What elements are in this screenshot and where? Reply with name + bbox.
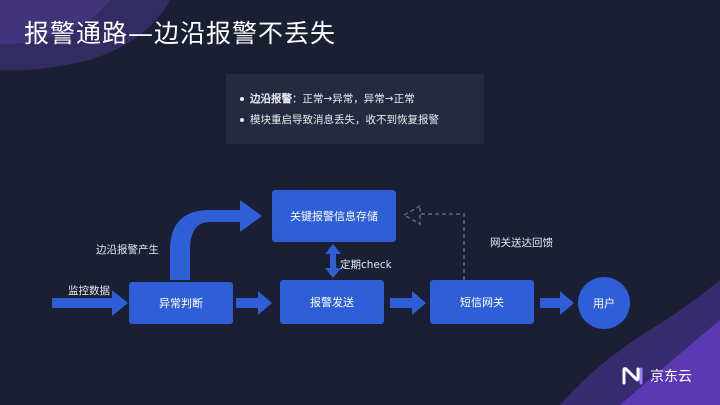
page-title: 报警通路—边沿报警不丢失 xyxy=(24,19,337,48)
arrow-monitor-to-judge xyxy=(52,290,128,316)
node-send: 报警发送 xyxy=(280,280,384,324)
arrow-judge-to-storage xyxy=(170,200,262,280)
bullet-icon xyxy=(240,97,244,101)
brand-name: 京东云 xyxy=(650,369,692,385)
note-line-restart: 模块重启导致消息丢失，收不到恢复报警 xyxy=(240,112,439,127)
node-user: 用户 xyxy=(578,277,630,329)
arrow-feedback-dashed xyxy=(418,213,465,280)
label-gateway-feedback: 网关送达回馈 xyxy=(490,237,553,249)
note-restart-text: 模块重启导致消息丢失，收不到恢复报警 xyxy=(250,114,439,126)
label-monitor-data: 监控数据 xyxy=(68,285,110,297)
bullet-icon xyxy=(240,118,244,122)
node-storage: 关键报警信息存储 xyxy=(272,190,396,242)
arrow-storage-send-bidirectional xyxy=(325,244,341,278)
label-periodic-check: 定期check xyxy=(340,259,392,271)
note-line-edge-alarm: 边沿报警：正常→异常，异常→正常 xyxy=(240,91,415,106)
feedback-arrowhead xyxy=(402,204,421,226)
node-sms-gateway: 短信网关 xyxy=(430,280,534,324)
node-judge: 异常判断 xyxy=(129,282,233,324)
label-edge-alarm: 边沿报警产生 xyxy=(96,244,159,256)
note-edge-alarm-term: 边沿报警 xyxy=(250,93,292,105)
arrow-send-to-sms xyxy=(390,291,426,315)
arrow-sms-to-user xyxy=(540,291,574,315)
arrow-judge-to-send xyxy=(236,291,272,315)
jd-cloud-logo-icon xyxy=(622,367,643,385)
brand-logo: 京东云 xyxy=(622,366,692,386)
note-panel xyxy=(226,74,484,144)
note-edge-alarm-desc: ：正常→异常，异常→正常 xyxy=(292,93,415,105)
